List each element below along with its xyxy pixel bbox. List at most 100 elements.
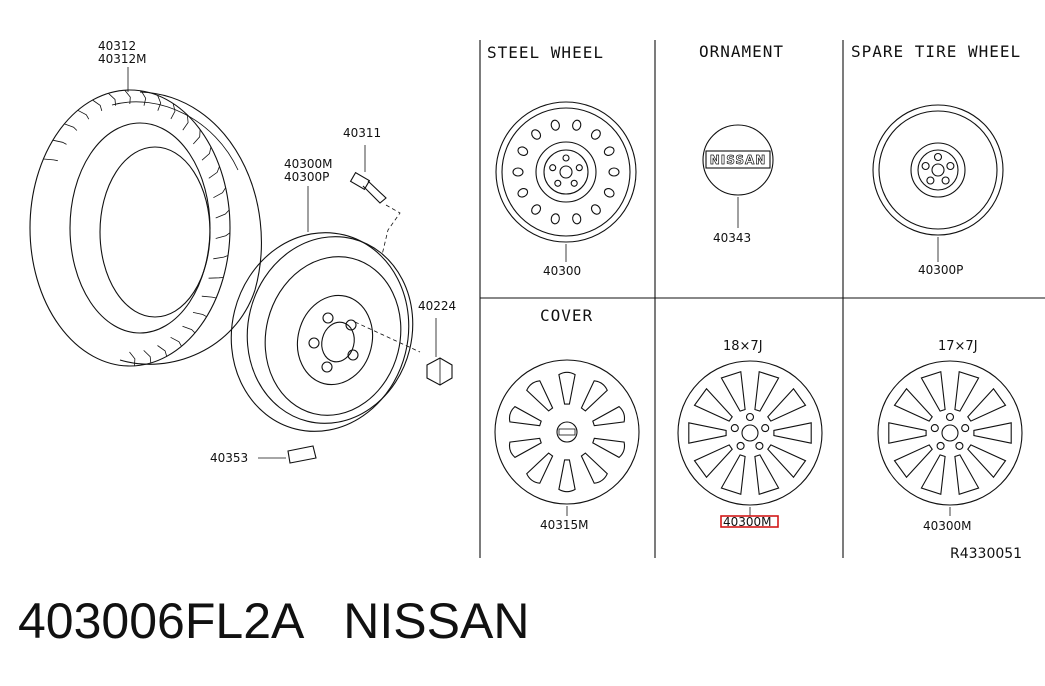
tread-mark xyxy=(213,255,229,260)
bolt-hole xyxy=(955,441,964,450)
steel-wheel-title: STEEL WHEEL xyxy=(487,43,604,62)
valve-drawing xyxy=(349,145,401,256)
cover-slot xyxy=(592,405,626,427)
lug-nut-drawing xyxy=(426,318,453,386)
alloy-18-size: 18×7J xyxy=(723,339,763,354)
vent-hole xyxy=(603,146,615,156)
tread-mark xyxy=(77,109,90,120)
vent-hole xyxy=(531,204,542,215)
tread-mark xyxy=(157,345,168,357)
tread-mark xyxy=(201,146,212,161)
cover-slot xyxy=(526,380,554,412)
cover-slot xyxy=(558,371,576,405)
tread-mark xyxy=(140,90,147,106)
bolt-hole xyxy=(961,424,970,433)
bolt-hole xyxy=(736,441,745,450)
alloy-17-size: 17×7J xyxy=(938,339,978,354)
tread-mark xyxy=(143,350,152,364)
brand-name: NISSAN xyxy=(343,593,530,649)
tread-mark xyxy=(213,187,226,199)
weight-label: 40353 xyxy=(210,451,248,465)
tread-mark xyxy=(192,312,207,318)
spoke-opening xyxy=(693,444,733,479)
tread-mark xyxy=(170,336,182,347)
spoke-opening xyxy=(767,444,807,479)
tread-mark xyxy=(215,209,230,219)
tread-mark xyxy=(108,93,116,106)
bolt-hole xyxy=(570,179,578,187)
steel-wheel-part: 40300 xyxy=(543,264,581,278)
spoke-opening xyxy=(767,387,807,422)
spare-wheel-title: SPARE TIRE WHEEL xyxy=(851,42,1021,61)
tread-mark xyxy=(92,99,103,112)
spoke-opening xyxy=(967,387,1007,422)
part-caption: 403006FL2A NISSAN xyxy=(18,596,529,646)
bolt-hole xyxy=(926,176,935,185)
bolt-hole xyxy=(575,164,583,172)
spoke-opening xyxy=(720,370,746,412)
tread-mark xyxy=(201,295,217,299)
panel-grid xyxy=(479,40,1045,558)
tread-mark xyxy=(170,103,176,120)
nut-label: 40224 xyxy=(418,299,456,313)
tread-mark xyxy=(193,129,201,145)
vent-hole xyxy=(590,129,601,140)
tire-drawing xyxy=(29,89,262,367)
part-number: 403006FL2A xyxy=(18,593,302,649)
tread-mark xyxy=(43,158,58,162)
vent-hole xyxy=(608,167,620,177)
cover-slot xyxy=(508,405,542,427)
tread-mark xyxy=(129,351,136,366)
cover-slot xyxy=(508,437,542,459)
tread-mark xyxy=(157,95,162,111)
vent-hole xyxy=(550,119,560,131)
cover-slot xyxy=(526,452,554,484)
tread-mark xyxy=(124,89,131,105)
nissan-badge: NISSAN xyxy=(710,153,767,167)
vent-hole xyxy=(590,204,601,215)
valve-label: 40311 xyxy=(343,126,381,140)
spoke-opening xyxy=(720,454,746,496)
tread-mark xyxy=(208,277,224,279)
cover-slot xyxy=(558,459,576,493)
bolt-hole xyxy=(941,176,950,185)
reference-code: R4330051 xyxy=(950,546,1022,562)
tread-mark xyxy=(215,232,231,239)
cover-slot xyxy=(580,380,608,412)
wheel-drawing xyxy=(230,232,421,432)
vent-hole xyxy=(512,167,524,177)
vent-hole xyxy=(572,213,582,225)
bolt-hole xyxy=(945,412,955,422)
spoke-opening xyxy=(954,454,980,496)
spoke-opening xyxy=(888,422,927,444)
spoke-opening xyxy=(893,387,933,422)
tread-mark xyxy=(182,114,189,131)
vent-hole xyxy=(517,188,529,198)
alloy-wheel-17-drawing xyxy=(877,360,1023,516)
bolt-hole xyxy=(745,412,755,422)
spoke-opening xyxy=(893,444,933,479)
spoke-opening xyxy=(967,444,1007,479)
tread-mark xyxy=(182,325,196,334)
spare-wheel-drawing xyxy=(872,104,1004,262)
cover-title: COVER xyxy=(540,306,593,325)
spoke-opening xyxy=(688,422,727,444)
vent-hole xyxy=(517,146,529,156)
alloy-wheel-18-drawing xyxy=(677,360,823,516)
spoke-opening xyxy=(754,454,780,496)
tread-mark xyxy=(208,166,220,179)
bolt-hole xyxy=(933,152,943,162)
spoke-opening xyxy=(754,370,780,412)
vent-hole xyxy=(603,188,615,198)
bolt-hole xyxy=(755,441,764,450)
bolt-hole xyxy=(921,161,930,171)
ornament-drawing: NISSAN xyxy=(702,124,774,228)
wheel-cover-drawing xyxy=(494,359,640,516)
ornament-part: 40343 xyxy=(713,231,751,245)
tire-label-1: 40312 xyxy=(98,39,136,53)
spoke-opening xyxy=(920,370,946,412)
alloy-17-part: 40300M xyxy=(923,519,972,533)
spare-wheel-part: 40300P xyxy=(918,263,963,277)
spoke-opening xyxy=(773,422,812,444)
